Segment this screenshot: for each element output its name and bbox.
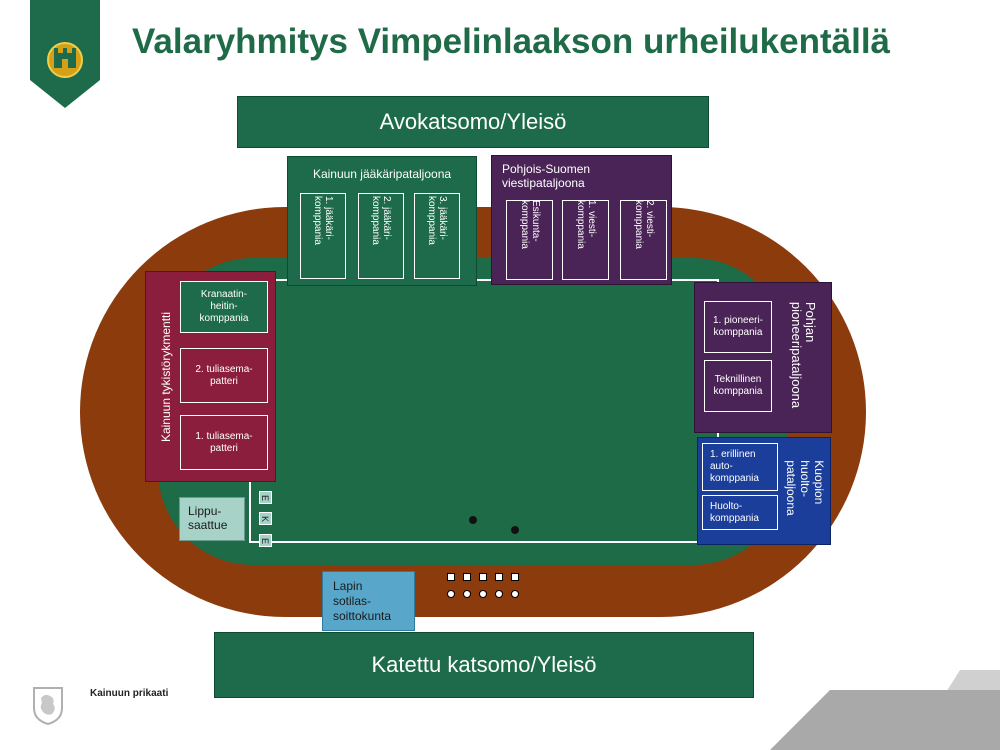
unit-tykistorykmentti-name: Kainuun tykistörykmentti xyxy=(159,311,173,443)
header-stand-label: Avokatsomo/Yleisö xyxy=(379,109,567,134)
unit-pioneeripataljoona-name: Pohjan pioneeripataljoona xyxy=(789,301,818,409)
seat-marker xyxy=(463,573,471,581)
unit-pioneeripataljoona: 1. pioneeri- komppania Teknillinen kompp… xyxy=(694,282,832,433)
battery-kranaatinheitin: Kranaatin- heitin- komppania xyxy=(180,281,268,333)
emblem-banner xyxy=(30,0,100,108)
person-marker xyxy=(511,590,519,598)
page-title: Valaryhmitys Vimpelinlaakson urheilukent… xyxy=(132,22,891,61)
flag-marker: E xyxy=(259,534,272,547)
unit-viestipataljoona: Pohjois-Suomen viestipataljoona Esikunta… xyxy=(491,155,672,285)
company-1-erillinen-auto: 1. erillinen auto- komppania xyxy=(702,443,778,491)
company-teknillinen: Teknillinen komppania xyxy=(704,360,772,412)
company-huolto: Huolto- komppania xyxy=(702,495,778,530)
unit-viestipataljoona-name: Pohjois-Suomen viestipataljoona xyxy=(502,162,591,190)
company-1-viesti: 1. viesti- komppania xyxy=(562,200,609,280)
seat-marker xyxy=(511,573,519,581)
person-marker xyxy=(479,590,487,598)
flag-marker: K xyxy=(259,512,272,525)
unit-soittokunta: Lapin sotilas- soittokunta xyxy=(322,571,415,631)
unit-huoltopataljoona-name: Kuopion huolto- pataljoona xyxy=(784,460,826,516)
person-marker xyxy=(447,590,455,598)
company-2-jaakari: 2. jääkäri- komppania xyxy=(358,193,404,279)
unit-soittokunta-name: Lapin sotilas- soittokunta xyxy=(333,579,392,623)
footer-stand-label: Katettu katsomo/Yleisö xyxy=(371,652,597,677)
company-2-viesti: 2. viesti- komppania xyxy=(620,200,667,280)
unit-lippusaattue-name: Lippu- saattue xyxy=(188,504,228,532)
footer-org-name: Kainuun prikaati xyxy=(90,688,169,699)
seat-marker xyxy=(447,573,455,581)
company-1-jaakari: 1. jääkäri- komppania xyxy=(300,193,346,279)
unit-lippusaattue: Lippu- saattue xyxy=(179,497,245,541)
person-marker xyxy=(463,590,471,598)
lion-crest-icon xyxy=(30,684,66,726)
footer-stand: Katettu katsomo/Yleisö xyxy=(214,632,754,698)
flag-marker: E xyxy=(259,491,272,504)
company-3-jaakari: 3. jääkäri- komppania xyxy=(414,193,460,279)
corner-decoration xyxy=(770,670,1000,750)
unit-tykistorykmentti: Kainuun tykistörykmentti Kranaatin- heit… xyxy=(145,271,276,482)
unit-jaakaripataljoona-name: Kainuun jääkäripataljoona xyxy=(312,167,452,181)
seat-marker xyxy=(495,573,503,581)
unit-jaakaripataljoona: Kainuun jääkäripataljoona 1. jääkäri- ko… xyxy=(287,156,477,286)
battery-1-tuliasema: 1. tuliasema- patteri xyxy=(180,415,268,470)
seat-marker xyxy=(479,573,487,581)
header-stand: Avokatsomo/Yleisö xyxy=(237,96,709,148)
company-1-pioneeri: 1. pioneeri- komppania xyxy=(704,301,772,353)
field-dot xyxy=(469,516,477,524)
battery-2-tuliasema: 2. tuliasema- patteri xyxy=(180,348,268,403)
field-dot xyxy=(511,526,519,534)
unit-huoltopataljoona: 1. erillinen auto- komppania Huolto- kom… xyxy=(697,437,831,545)
person-marker xyxy=(495,590,503,598)
infield xyxy=(158,258,788,565)
company-esikunta: Esikunta- komppania xyxy=(506,200,553,280)
